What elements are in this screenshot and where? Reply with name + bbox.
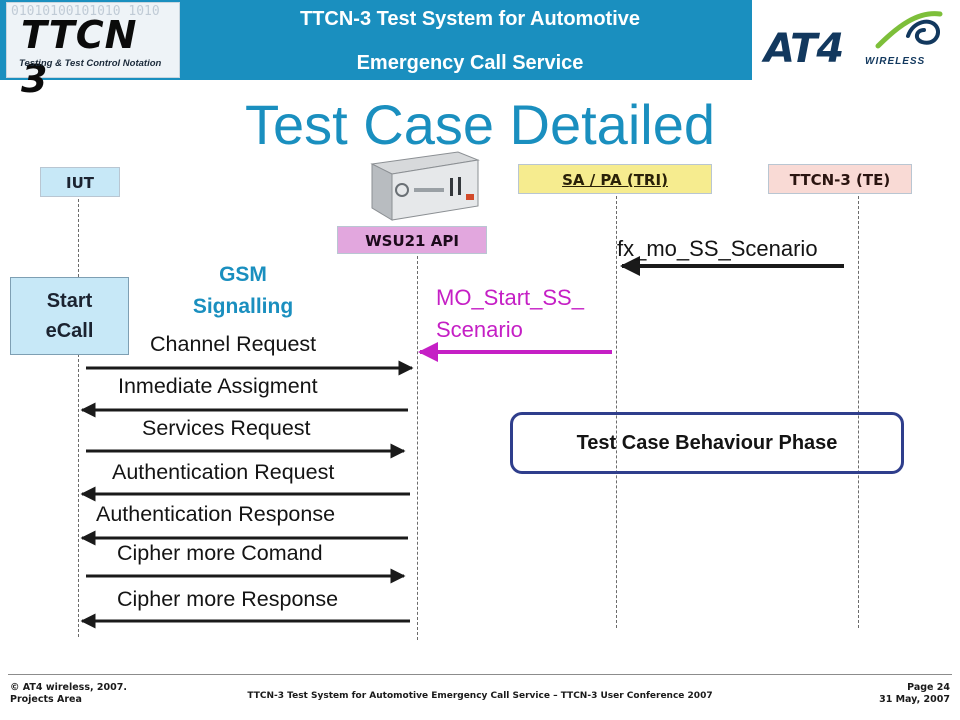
- msg-label-cipher-more-comand: Cipher more Comand: [117, 541, 323, 565]
- footer-center: TTCN-3 Test System for Automotive Emerge…: [247, 691, 713, 701]
- ttcn3-logo: 01010100101010 1010 TTCN 3 Testing & Tes…: [6, 2, 180, 101]
- lane-ttcn3-te: TTCN-3 (TE): [768, 164, 912, 194]
- footer-page: Page 24: [907, 682, 950, 693]
- start-ecall-line1: Start: [46, 290, 93, 312]
- lane-sa-pa-tri: SA / PA (TRI): [518, 164, 712, 194]
- header-title-line1: TTCN-3 Test System for Automotive: [299, 8, 641, 30]
- footer-left: © AT4 wireless, 2007. Projects Area: [10, 682, 127, 706]
- footer-right: Page 24 31 May, 2007: [820, 682, 950, 706]
- ttcn3-tagline: Testing & Test Control Notation: [19, 58, 162, 69]
- lifeline-iut: [78, 199, 79, 637]
- page-title: Test Case Detailed: [244, 93, 715, 156]
- footer-divider: [8, 674, 952, 675]
- mo-start-line2: Scenario: [436, 317, 523, 342]
- footer-date: 31 May, 2007: [879, 694, 950, 705]
- mo-start-ss-scenario-label: MO_Start_SS_ Scenario: [436, 282, 584, 346]
- start-ecall-box: Start eCall: [10, 277, 129, 355]
- test-case-behaviour-phase-box: Test Case Behaviour Phase: [510, 412, 904, 474]
- lane-wsu21-api: WSU21 API: [337, 226, 487, 254]
- footer-area: Projects Area: [10, 694, 82, 705]
- swirl-icon: [875, 11, 943, 49]
- test-device-icon: [370, 151, 480, 221]
- lifeline-wsu: [417, 256, 418, 640]
- ttcn3-wordmark: TTCN 3: [21, 13, 138, 101]
- msg-label-cipher-more-response: Cipher more Response: [117, 587, 339, 611]
- footer-copyright: © AT4 wireless, 2007.: [10, 682, 127, 693]
- lane-iut: IUT: [40, 167, 120, 197]
- gsm-signalling-label: GSM Signalling: [168, 259, 318, 323]
- msg-label-authentication-response: Authentication Response: [96, 502, 336, 526]
- msg-label-authentication-request: Authentication Request: [112, 460, 335, 484]
- at4-wireless-logo: AT4 WIRELESS: [760, 4, 952, 76]
- msg-label-services-request: Services Request: [142, 416, 311, 440]
- gsm-label-line1: GSM: [219, 263, 267, 286]
- msg-label-channel-request: Channel Request: [150, 332, 317, 356]
- fx-mo-ss-scenario-label: fx_mo_SS_Scenario: [617, 236, 818, 261]
- mo-start-line1: MO_Start_SS_: [436, 285, 584, 310]
- at4-subtitle: WIRELESS: [865, 56, 926, 67]
- start-ecall-line2: eCall: [45, 320, 94, 342]
- gsm-label-line2: Signalling: [192, 295, 294, 318]
- msg-label-inmediate-assigment: Inmediate Assigment: [118, 374, 318, 398]
- header-title-line2: Emergency Call Service: [356, 52, 584, 74]
- logo-binary-pattern: 01010100101010 1010: [11, 4, 160, 19]
- at4-name: AT4: [764, 26, 844, 72]
